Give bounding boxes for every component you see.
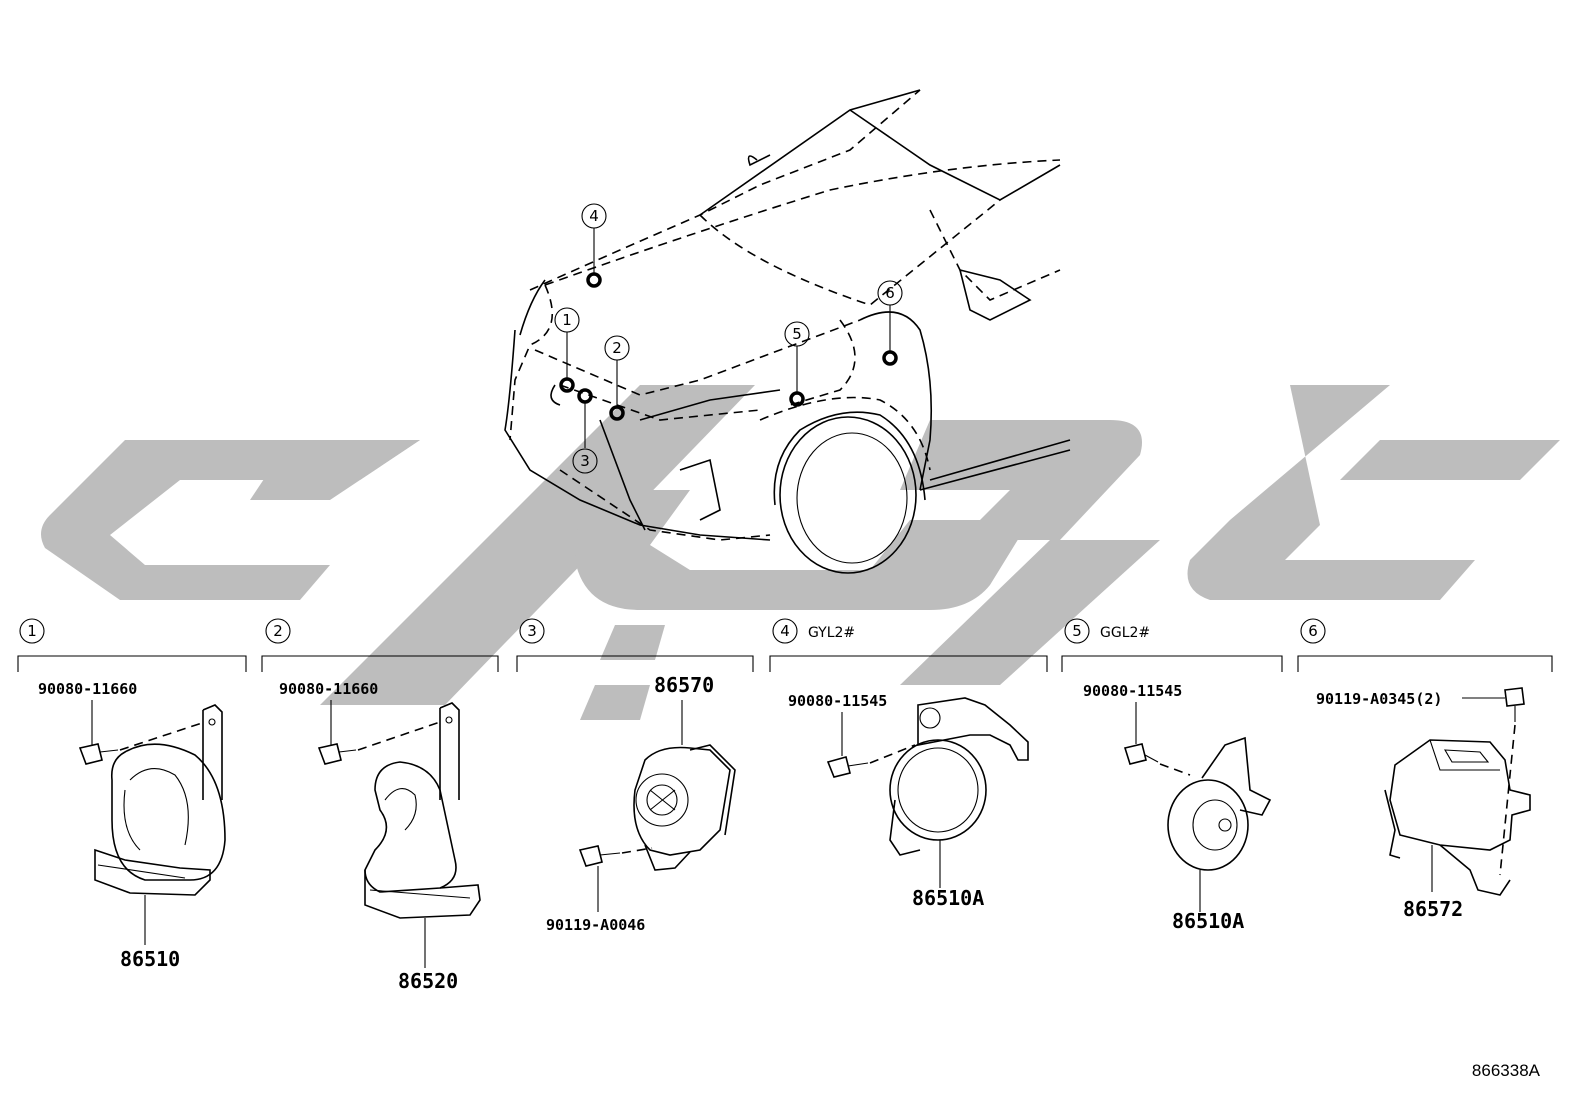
condition-label: GYL2# [808,625,855,641]
svg-text:1: 1 [562,311,572,329]
group-header-6: 6 [1297,618,1553,672]
svg-text:6: 6 [885,284,895,302]
group-header-4: 4 GYL2# [769,618,1048,672]
svg-text:4: 4 [589,207,599,225]
group-header-5: 5 GGL2# [1061,618,1283,672]
svg-text:1: 1 [27,622,37,640]
bolt-part-number[interactable]: 90119-A0345(2) [1316,690,1442,708]
marker-1 [559,377,575,393]
part-number[interactable]: 86572 [1403,897,1463,921]
group-headers: 1 2 3 4 GYL2# 5 GGL2# 6 [17,618,1553,672]
bolt-part-number[interactable]: 90080-11660 [279,680,378,698]
car-callouts: 4 1 2 3 5 6 [554,203,903,474]
part-horn-86520[interactable]: 90080-11660 86520 [279,680,481,993]
callout-6: 6 [877,280,903,306]
callout-4: 4 [581,203,607,229]
svg-text:2: 2 [273,622,283,640]
callout-2: 2 [604,335,630,361]
condition-label: GGL2# [1100,625,1150,641]
location-markers [559,228,898,448]
callout-3: 3 [572,448,598,474]
bolt-part-number[interactable]: 90119-A0046 [546,916,645,934]
part-number[interactable]: 86570 [654,673,714,697]
watermark-logo [41,385,1560,720]
marker-4 [586,272,602,288]
part-number[interactable]: 86520 [398,969,458,993]
diagram-reference: 866338A [1472,1061,1541,1080]
svg-text:3: 3 [580,452,590,470]
group-header-2: 2 [261,618,499,672]
part-number[interactable]: 86510 [120,947,180,971]
callout-1: 1 [554,307,580,333]
bolt-part-number[interactable]: 90080-11545 [1083,682,1182,700]
group-header-1: 1 [17,618,247,672]
svg-text:6: 6 [1308,622,1318,640]
svg-text:5: 5 [792,325,802,343]
callout-5: 5 [784,321,810,347]
svg-text:5: 5 [1072,622,1082,640]
bolt-part-number[interactable]: 90080-11660 [38,680,137,698]
part-number[interactable]: 86510A [1172,909,1244,933]
part-number[interactable]: 86510A [912,886,984,910]
part-horn-86510[interactable]: 90080-11660 86510 [38,680,226,971]
vehicle-front-outline [504,89,1071,574]
svg-text:3: 3 [527,622,537,640]
svg-text:4: 4 [780,622,790,640]
svg-text:2: 2 [612,339,622,357]
part-controller-86572[interactable]: 90119-A0345(2) 86572 [1316,687,1531,921]
bolt-part-number[interactable]: 90080-11545 [788,692,887,710]
marker-6 [882,350,898,366]
part-horn-86510A-gyl2[interactable]: 90080-11545 86510A [788,692,1029,910]
part-siren-86570[interactable]: 86570 90119-A0046 [546,673,736,934]
group-header-3: 3 [516,618,754,672]
part-horn-86510A-ggl2[interactable]: 90080-11545 86510A [1083,682,1272,933]
